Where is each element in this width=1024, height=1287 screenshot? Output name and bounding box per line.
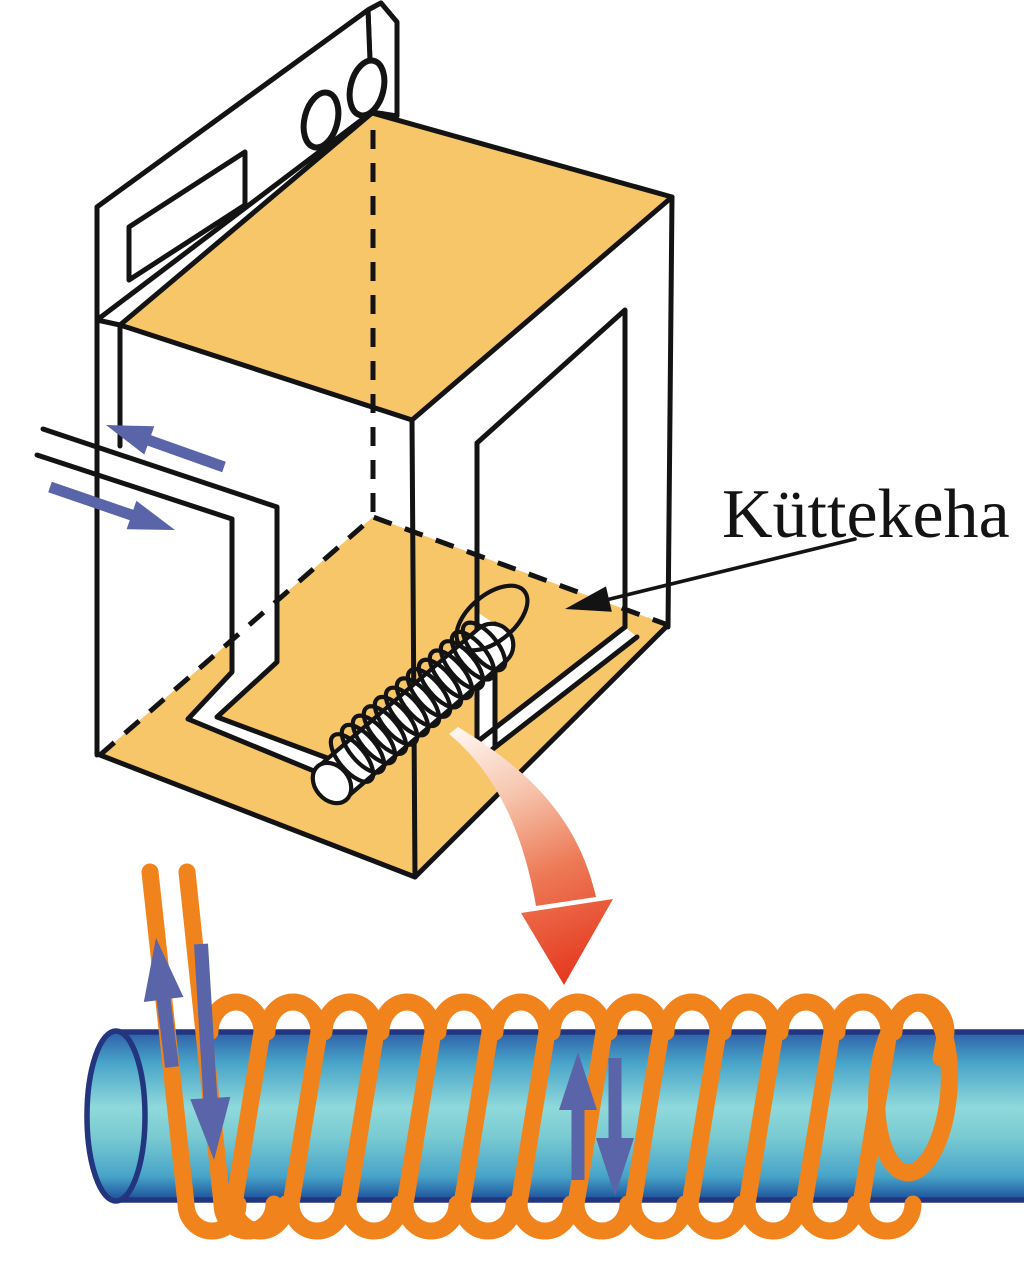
tube-coil [141, 863, 958, 1240]
flow-in-arrow-icon [48, 481, 176, 530]
enlarged-heating-element [84, 863, 1024, 1240]
current-up-arrow-icon [143, 938, 184, 1068]
heating-element [310, 583, 530, 806]
current-down-arrow-icon [596, 1058, 634, 1196]
kuttekeha-callout: Küttekeha [565, 476, 1010, 612]
panel-display [126, 149, 248, 283]
knob-icon [346, 57, 388, 119]
label-pointer-arrowhead-icon [565, 586, 612, 612]
tube-end-cap [84, 1028, 148, 1204]
control-panel [94, 0, 400, 323]
current-up-arrow-icon [559, 1052, 597, 1180]
appliance-drawing [34, 0, 675, 880]
flow-out-arrow-icon [106, 425, 226, 473]
heating-coil-end-loop [454, 583, 530, 653]
zoom-callout-arrow-icon [449, 727, 613, 985]
heating-coil-loops [328, 583, 530, 784]
kuttekeha-label: Küttekeha [722, 476, 1010, 553]
current-down-arrow-icon [190, 943, 231, 1160]
label-pointer-line [604, 537, 857, 602]
water-pipe [34, 426, 341, 779]
door-opening-wall-thickness [477, 627, 637, 752]
coil-end-turn-loop [868, 994, 958, 1182]
hidden-edge-floor [98, 514, 669, 757]
knob-icon [300, 89, 342, 151]
